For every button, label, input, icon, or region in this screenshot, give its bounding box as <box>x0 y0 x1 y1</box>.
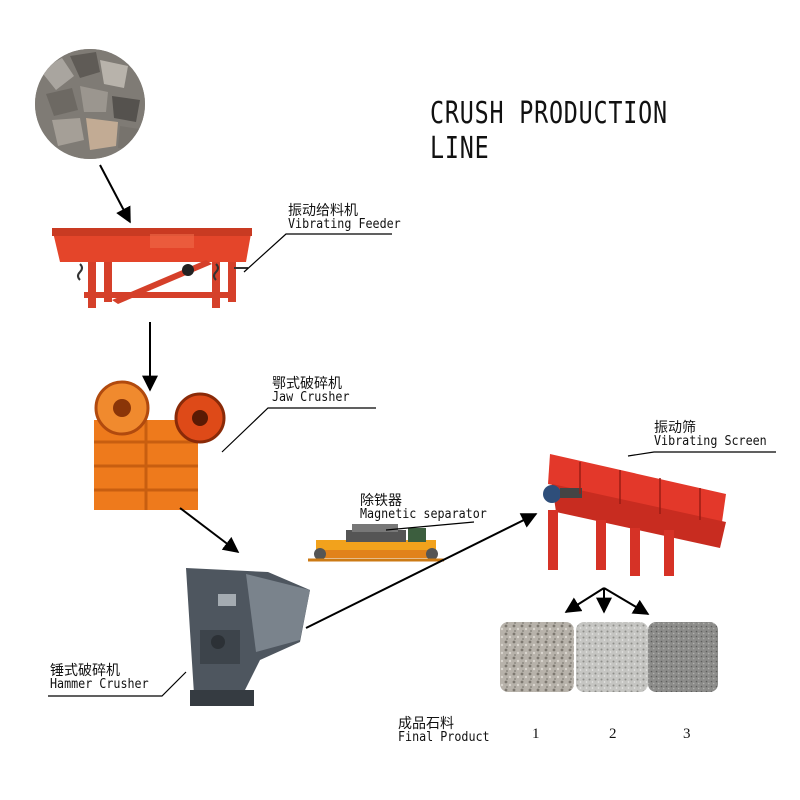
product-sample-1 <box>500 622 574 692</box>
hammer-label-cn: 锤式破碎机 <box>50 663 120 679</box>
product-sample-2 <box>576 622 648 692</box>
arrow-jaw-to-hammer <box>179 507 240 553</box>
page-title: CRUSH PRODUCTION LINE <box>430 96 668 166</box>
jaw-crusher-image <box>94 380 226 510</box>
magnetic-separator-image <box>308 524 444 562</box>
arrow-screen-to-product-1 <box>564 587 605 613</box>
feeder-leader-line <box>243 233 392 273</box>
vibrating-screen-image <box>543 454 726 576</box>
arrow-rock-to-feeder <box>99 164 131 224</box>
magnetic-label-cn: 除铁器 <box>360 493 402 509</box>
screen-leader-line <box>627 451 776 457</box>
screen-label-en: Vibrating Screen <box>654 434 767 449</box>
product-sample-3 <box>648 622 718 692</box>
magnetic-leader-line <box>385 521 475 531</box>
hammer-leader-line <box>48 671 187 697</box>
arrow-hammer-to-screen <box>305 513 538 629</box>
feeder-label-cn: 振动给料机 <box>288 203 358 219</box>
magnetic-label-en: Magnetic separator <box>360 507 487 522</box>
raw-rock-image <box>35 49 145 159</box>
final-product-label-cn: 成品石料 <box>398 716 454 732</box>
arrow-screen-to-product-3 <box>603 587 650 615</box>
product-number-3: 3 <box>683 726 691 742</box>
product-number-2: 2 <box>609 726 617 742</box>
vibrating-feeder-image <box>52 228 252 308</box>
hammer-label-en: Hammer Crusher <box>50 677 149 692</box>
product-number-1: 1 <box>532 726 540 742</box>
jaw-leader-line <box>221 407 376 453</box>
jaw-label-cn: 鄂式破碎机 <box>272 376 342 392</box>
hammer-crusher-image <box>186 568 310 706</box>
screen-label-cn: 振动筛 <box>654 420 696 436</box>
jaw-label-en: Jaw Crusher <box>272 390 350 405</box>
feeder-label-en: Vibrating Feeder <box>288 217 401 232</box>
final-product-label-en: Final Product <box>398 730 490 745</box>
